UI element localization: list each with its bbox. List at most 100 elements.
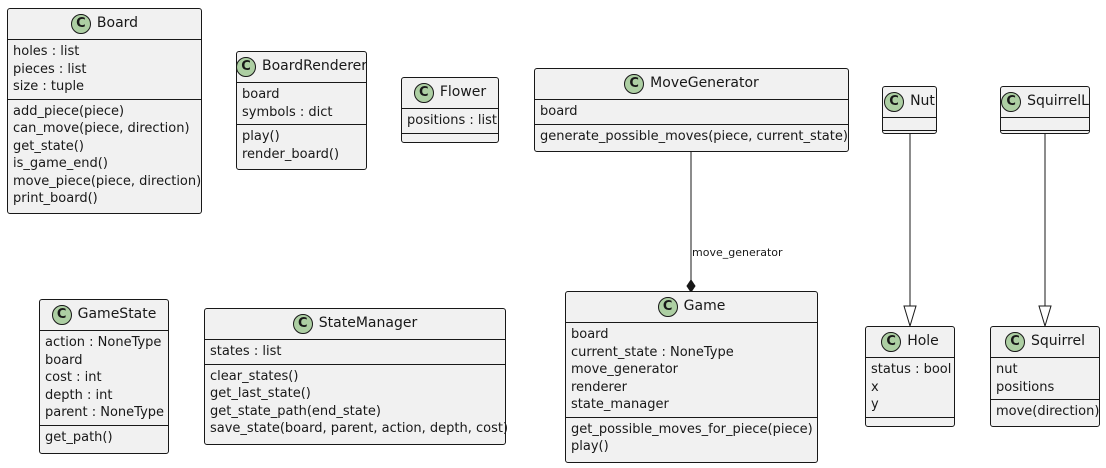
class-methods xyxy=(402,132,498,146)
class-attribute: action : NoneType xyxy=(45,335,162,350)
class-attribute: size : tuple xyxy=(13,79,85,94)
class-method: get_path() xyxy=(45,429,113,445)
class-icon: C xyxy=(70,14,91,34)
class-name: Hole xyxy=(907,333,939,350)
class-attribute: board xyxy=(571,327,609,342)
class-header: C BoardRenderer xyxy=(235,52,368,82)
class-header: C SquirrelL xyxy=(1001,87,1089,117)
class-name: BoardRenderer xyxy=(261,58,368,75)
class-attribute: pieces : list xyxy=(13,61,87,77)
class-method: render_board() xyxy=(242,146,340,162)
class-attributes xyxy=(1001,117,1089,130)
class-attribute: depth : int xyxy=(45,387,113,403)
class-method: can_move(piece, direction) xyxy=(13,121,190,136)
class-name: Squirrel xyxy=(1031,333,1085,350)
class-attributes xyxy=(883,117,936,130)
class-name: Game xyxy=(683,298,726,315)
class-movegenerator[interactable]: C MoveGenerator board generate_possible_mov… xyxy=(534,68,849,152)
class-attribute: renderer xyxy=(571,379,627,395)
class-method: generate_possible_moves(piece, current_s… xyxy=(540,128,848,144)
class-method: clear_states() xyxy=(210,368,299,384)
class-methods xyxy=(1001,130,1089,143)
class-header: C StateManager xyxy=(205,309,505,339)
class-attribute: symbols : dict xyxy=(242,104,333,120)
class-icon: C xyxy=(881,332,902,352)
generalization-arrow-nut-hole xyxy=(903,305,917,328)
class-name: GameState xyxy=(77,306,157,323)
class-methods: move(direction) xyxy=(991,399,1099,424)
class-methods xyxy=(866,416,954,430)
class-attributes: board xyxy=(535,99,848,124)
class-attribute: positions : list xyxy=(407,113,498,128)
class-methods: get_possible_moves_for_piece(piece) play(… xyxy=(566,416,817,459)
class-boardrenderer[interactable]: C BoardRenderer board symbols : dict play() r… xyxy=(235,51,368,170)
class-methods: generate_possible_moves(piece, current_s… xyxy=(535,123,848,149)
class-method: get_state_path(end_state) xyxy=(210,403,381,419)
class-header: C Board xyxy=(8,9,201,39)
class-methods: clear_states()get_last_state()get_state_… xyxy=(205,363,509,441)
class-name: SquirrelL xyxy=(1027,93,1089,110)
class-header: C Flower xyxy=(402,78,498,108)
class-icon: C xyxy=(657,297,678,317)
class-method: get_possible_moves_for_piece(piece) xyxy=(571,421,813,437)
class-icon: C xyxy=(1001,92,1022,112)
class-header: C MoveGenerator xyxy=(535,69,848,99)
class-method: play() xyxy=(242,129,280,144)
class-icon: C xyxy=(624,74,645,94)
class-name: StateManager xyxy=(318,315,418,332)
class-icon: C xyxy=(235,57,256,77)
class-icon: C xyxy=(413,83,434,103)
class-methods: get_path() xyxy=(40,424,168,450)
class-attribute: parent : NoneType xyxy=(45,405,165,420)
class-icon: C xyxy=(51,305,72,325)
class-methods: add_piece(piece) can_move(piece, directio… xyxy=(8,98,202,211)
class-method: move_piece(piece, direction) xyxy=(13,173,202,189)
class-methods xyxy=(883,130,936,143)
class-attribute: y xyxy=(871,397,879,412)
class-attributes: positions : list xyxy=(402,108,498,133)
class-flower[interactable]: C Flower positions : list xyxy=(401,77,499,143)
class-name: Board xyxy=(96,15,139,32)
class-header: C Game xyxy=(566,292,817,322)
class-attribute: x xyxy=(871,379,879,395)
class-header: C Nut xyxy=(883,87,936,117)
class-icon: C xyxy=(884,92,905,112)
class-method: print_board() xyxy=(13,191,98,206)
class-attribute: board xyxy=(242,87,280,102)
class-squirrell[interactable]: C SquirrelL xyxy=(1000,86,1090,134)
class-name: Flower xyxy=(439,84,487,101)
class-attributes: board symbols : dict xyxy=(237,82,366,124)
class-attribute: positions xyxy=(996,379,1055,395)
class-header: C Hole xyxy=(866,327,954,357)
class-attributes: states : list xyxy=(205,339,505,364)
class-method: save_state(board, parent, action, depth,… xyxy=(210,421,509,436)
class-attribute: state_manager xyxy=(571,397,669,412)
class-attributes: nut positions xyxy=(991,357,1099,399)
class-attribute: board xyxy=(45,352,83,368)
class-method: get_state() xyxy=(13,138,84,154)
class-statemanager[interactable]: C StateManager states : list clear_states()… xyxy=(204,308,509,445)
class-name: MoveGenerator xyxy=(650,75,759,92)
relation-label-move-generator: move_generator xyxy=(692,246,783,259)
class-attribute: board xyxy=(540,104,578,119)
class-attribute: states : list xyxy=(210,344,282,359)
class-method: move(direction) xyxy=(996,404,1100,419)
class-methods: play() render_board() xyxy=(237,124,366,166)
class-nut[interactable]: C Nut xyxy=(882,86,937,134)
class-attribute: current_state : NoneType xyxy=(571,344,734,360)
class-method: add_piece(piece) xyxy=(13,103,125,119)
class-method: play() xyxy=(571,439,609,454)
class-name: Nut xyxy=(910,93,935,110)
class-icon: C xyxy=(292,314,313,334)
class-attribute: status : bool xyxy=(871,362,952,377)
class-attribute: nut xyxy=(996,362,1018,377)
